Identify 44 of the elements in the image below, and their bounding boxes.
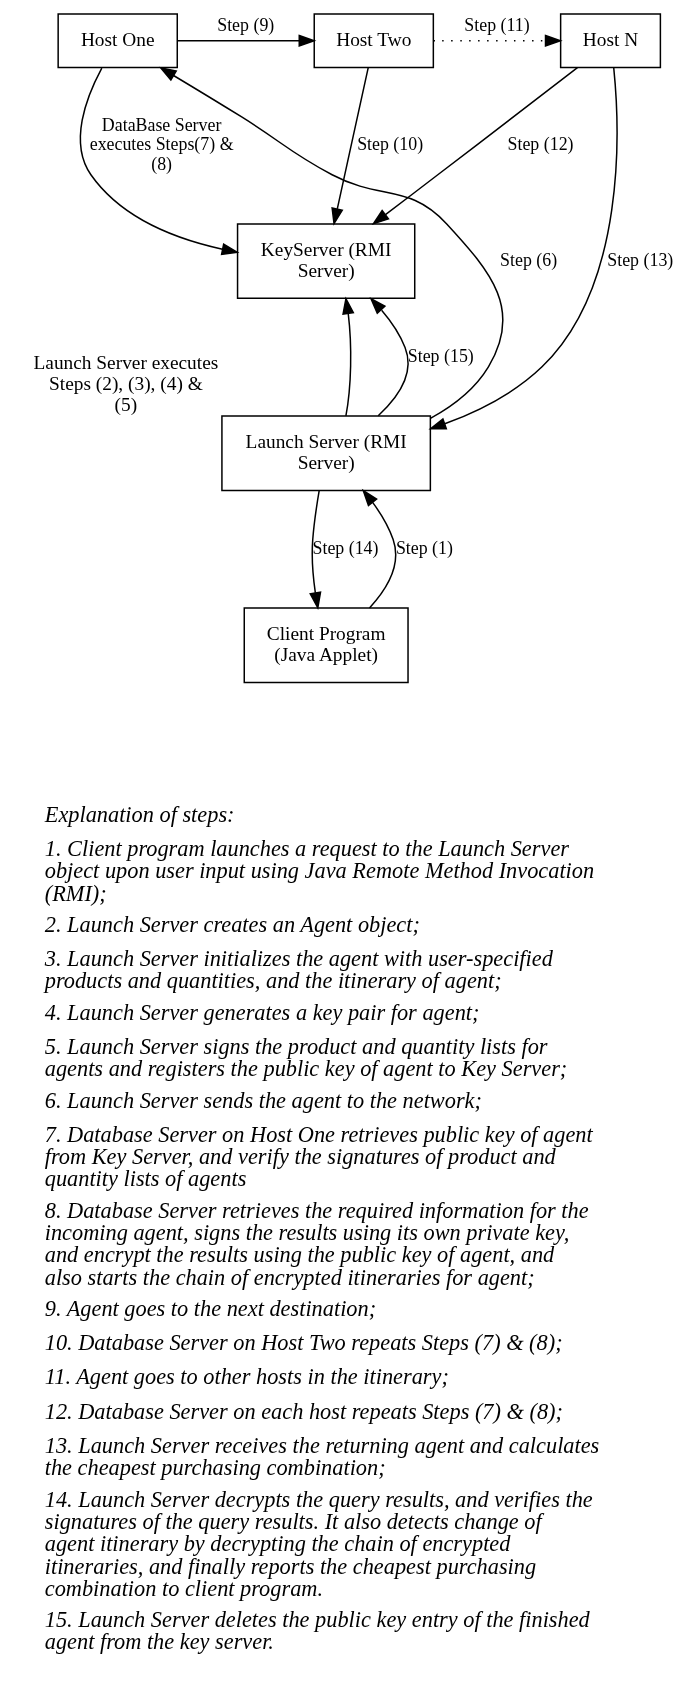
arrow	[341, 296, 354, 417]
label: 9. Agent goes to the next destination;	[44, 1295, 376, 1321]
edge-label: Step (10)	[356, 134, 423, 155]
label: 14. Launch Server decrypts the query results, and verifies the signatures of the query results. It also detects change of agent itinerary by decrypting the chain of encrypted itineraries, and finally reports the cheapest purchasing combination to client program.	[44, 1486, 593, 1601]
label: 1. Client program launches a request to the Launch Server object upon user input using Java Remote Method Invocation (RMI);	[44, 835, 594, 906]
edge-label: Step (15)	[407, 345, 474, 366]
node-label: Launch Server executes Steps (2), (3), (4) & (5)	[33, 351, 218, 415]
arrow	[330, 66, 369, 226]
edge-label: Step (1)	[395, 537, 453, 558]
label: 12. Database Server on each host repeats Steps (7) & (8);	[44, 1398, 563, 1424]
arrow	[176, 34, 316, 48]
arrow	[79, 67, 239, 256]
label: 3. Launch Server initializes the agent with user-specified products and quantities, and the itinerary of agent;	[44, 946, 553, 994]
arrow	[432, 34, 563, 48]
arrow	[308, 489, 321, 610]
edge-label: Step (9)	[216, 15, 274, 36]
edge-label: Step (11)	[463, 15, 530, 36]
label: 15. Launch Server deletes the public key entry of the finished agent from the key server.	[44, 1607, 590, 1655]
edge-label: Step (13)	[606, 249, 673, 270]
arrow	[427, 67, 618, 430]
label: 5. Launch Server signs the product and quantity lists for agents and registers the public key of agent to Key Server;	[44, 1033, 567, 1082]
label: 7. Database Server on Host One retrieves public key of agent from Key Server, and verify the signatures of product and quantity lists of agents	[44, 1121, 593, 1192]
arrow	[158, 66, 504, 420]
label: 10. Database Server on Host Two repeats Steps (7) & (8);	[44, 1330, 563, 1356]
label: 4. Launch Server generates a key pair for agent;	[44, 999, 479, 1025]
label: 11. Agent goes to other hosts in the itinerary;	[44, 1364, 449, 1390]
arrow	[371, 66, 578, 226]
label: 6. Launch Server sends the agent to the network;	[44, 1087, 482, 1113]
label: Explanation of steps:	[44, 801, 235, 827]
arrow	[361, 488, 396, 609]
node-box: Host One	[56, 13, 178, 69]
label: 8. Database Server retrieves the required information for the incoming agent, signs the results using its own private key, and encrypt the results using the public key of agent, and also starts the chain of encrypted itineraries for agent;	[44, 1197, 589, 1290]
edge-label: Step (14)	[312, 537, 378, 558]
edge-label: Step (6)	[499, 249, 557, 270]
label: 13. Launch Server receives the returning agent and calculates the cheapest purchasing combination;	[44, 1432, 599, 1481]
edge-label: Step (12)	[507, 134, 574, 155]
node-box: Host Two	[313, 13, 434, 69]
node-box: Host N	[559, 13, 661, 69]
edge-label: DataBase Server executes Steps(7) & (8)	[89, 115, 234, 174]
node-box: Client Program (Java Applet)	[243, 607, 409, 684]
node-box: Launch Server (RMI Server)	[220, 415, 431, 492]
arrow	[368, 297, 409, 417]
label: 2. Launch Server creates an Agent object;	[44, 911, 420, 937]
node-box: KeyServer (RMI Server)	[236, 223, 415, 300]
